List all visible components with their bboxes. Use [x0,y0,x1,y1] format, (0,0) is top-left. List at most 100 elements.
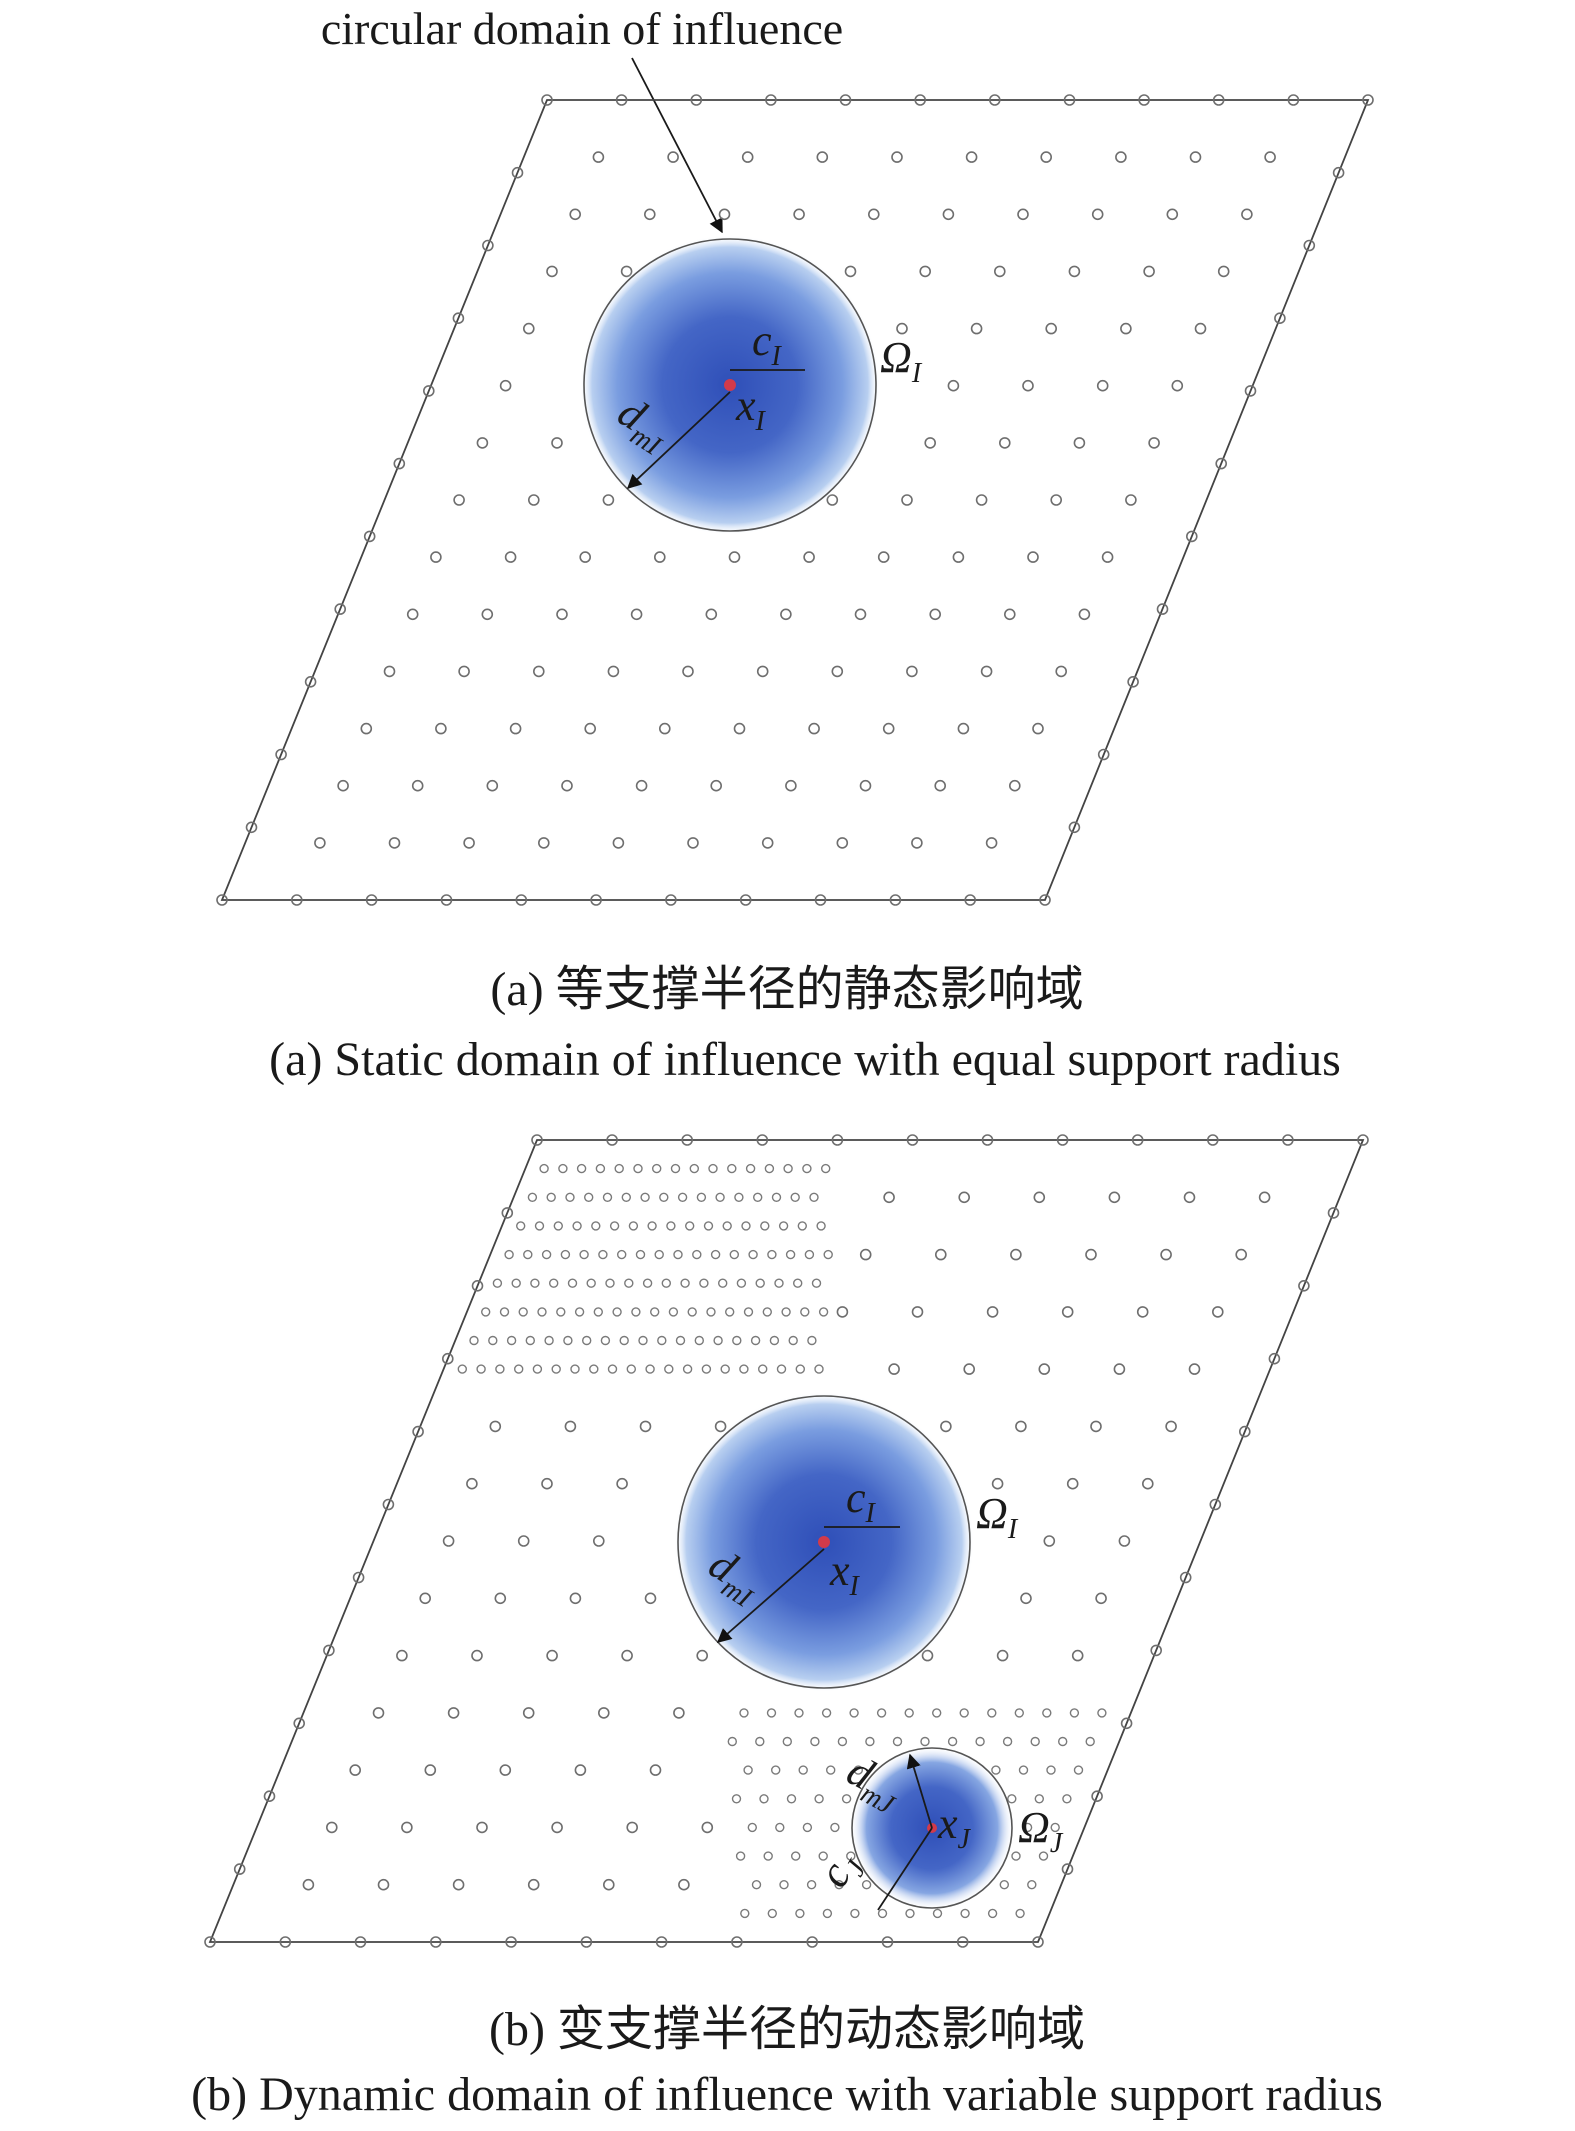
node-point [1268,1352,1281,1365]
node-point [592,151,605,163]
node-point [710,779,723,792]
node-point [818,1307,829,1317]
node-point [965,151,978,163]
node-point [624,1278,634,1288]
panel-b-influence-circle-J [851,1747,1013,1909]
node-point [602,1878,615,1891]
node-point [616,1477,628,1490]
node-point [654,1249,664,1260]
node-point [715,1192,725,1203]
panel-b-x-label-I: xI [829,1546,861,1602]
node-point [589,1364,599,1374]
node-point [670,1163,681,1174]
panel-b-omega-label-J: ΩJ [1018,1803,1064,1859]
node-point [441,1352,454,1365]
node-point [834,1879,844,1890]
node-point [680,1278,690,1288]
node-point [1063,94,1076,106]
node-point [323,1644,335,1657]
node-point [859,1248,872,1261]
node-point [1241,208,1253,221]
node-point [565,1192,575,1203]
node-point [631,1307,641,1317]
node-point [1143,265,1155,278]
node-point [396,1649,408,1662]
node-point [732,1335,742,1346]
node-point [645,1364,655,1374]
node-point [579,551,592,563]
node-point [743,1307,754,1317]
node-point [532,1364,543,1374]
node-point [689,1163,699,1174]
node-point [924,437,937,449]
node-point [1108,1191,1121,1204]
node-point [453,494,465,506]
node-point [814,894,827,906]
panel-b-c-line-J [877,1827,933,1911]
node-point [678,1878,690,1891]
node-point [906,1134,919,1146]
node-point [546,265,558,278]
node-point [522,322,535,335]
node-point [776,1364,787,1374]
node-point [904,1708,914,1718]
panel-b-domain-boundary [208,1139,1365,1943]
node-point [1091,1790,1103,1802]
node-point [1038,1363,1051,1375]
node-point [882,722,895,735]
node-point [522,1707,535,1719]
node-point [767,1249,777,1260]
node-point [947,1736,958,1747]
node-point [841,1794,852,1804]
node-point [690,94,703,106]
node-point [349,1764,362,1776]
node-point [628,1221,639,1231]
node-point [1120,1717,1133,1730]
node-point [511,1278,521,1288]
node-point [652,1163,662,1174]
node-point [809,1192,819,1203]
node-point [681,1134,694,1146]
node-point [896,322,908,335]
annotation-arrow [631,57,723,234]
node-point [668,1307,679,1317]
node-point [793,208,805,221]
node-point [504,551,517,563]
node-point [818,1851,828,1861]
node-point [1179,1571,1192,1584]
node-point [551,437,563,449]
node-point [795,1364,805,1374]
node-point [1034,1794,1045,1804]
node-point [920,1736,930,1747]
node-point [891,151,903,163]
node-point [377,1878,390,1891]
node-point [505,1936,517,1948]
node-point [1186,530,1198,543]
node-point [1215,457,1227,470]
node-point [657,1335,667,1346]
node-point [302,1878,315,1891]
node-point [499,1307,510,1317]
node-point [677,1192,688,1203]
node-point [826,494,839,506]
node-point [810,1736,820,1747]
node-point [963,1363,976,1375]
node-point [661,1278,671,1288]
node-point [659,1192,669,1203]
node-point [546,1192,556,1203]
node-point [476,1821,488,1834]
panel-a-caption-cn: (a) 等支撑半径的静态影响域 [490,963,1083,1016]
node-point [574,1307,585,1317]
node-point [865,1736,875,1747]
node-point [911,837,923,849]
node-point [667,151,679,163]
node-point [275,748,287,761]
node-point [582,1335,592,1346]
node-point [821,1708,832,1718]
node-point [985,837,998,849]
node-point [844,265,857,278]
node-point [593,1307,603,1317]
node-point [739,1708,749,1718]
node-point [775,1822,785,1833]
